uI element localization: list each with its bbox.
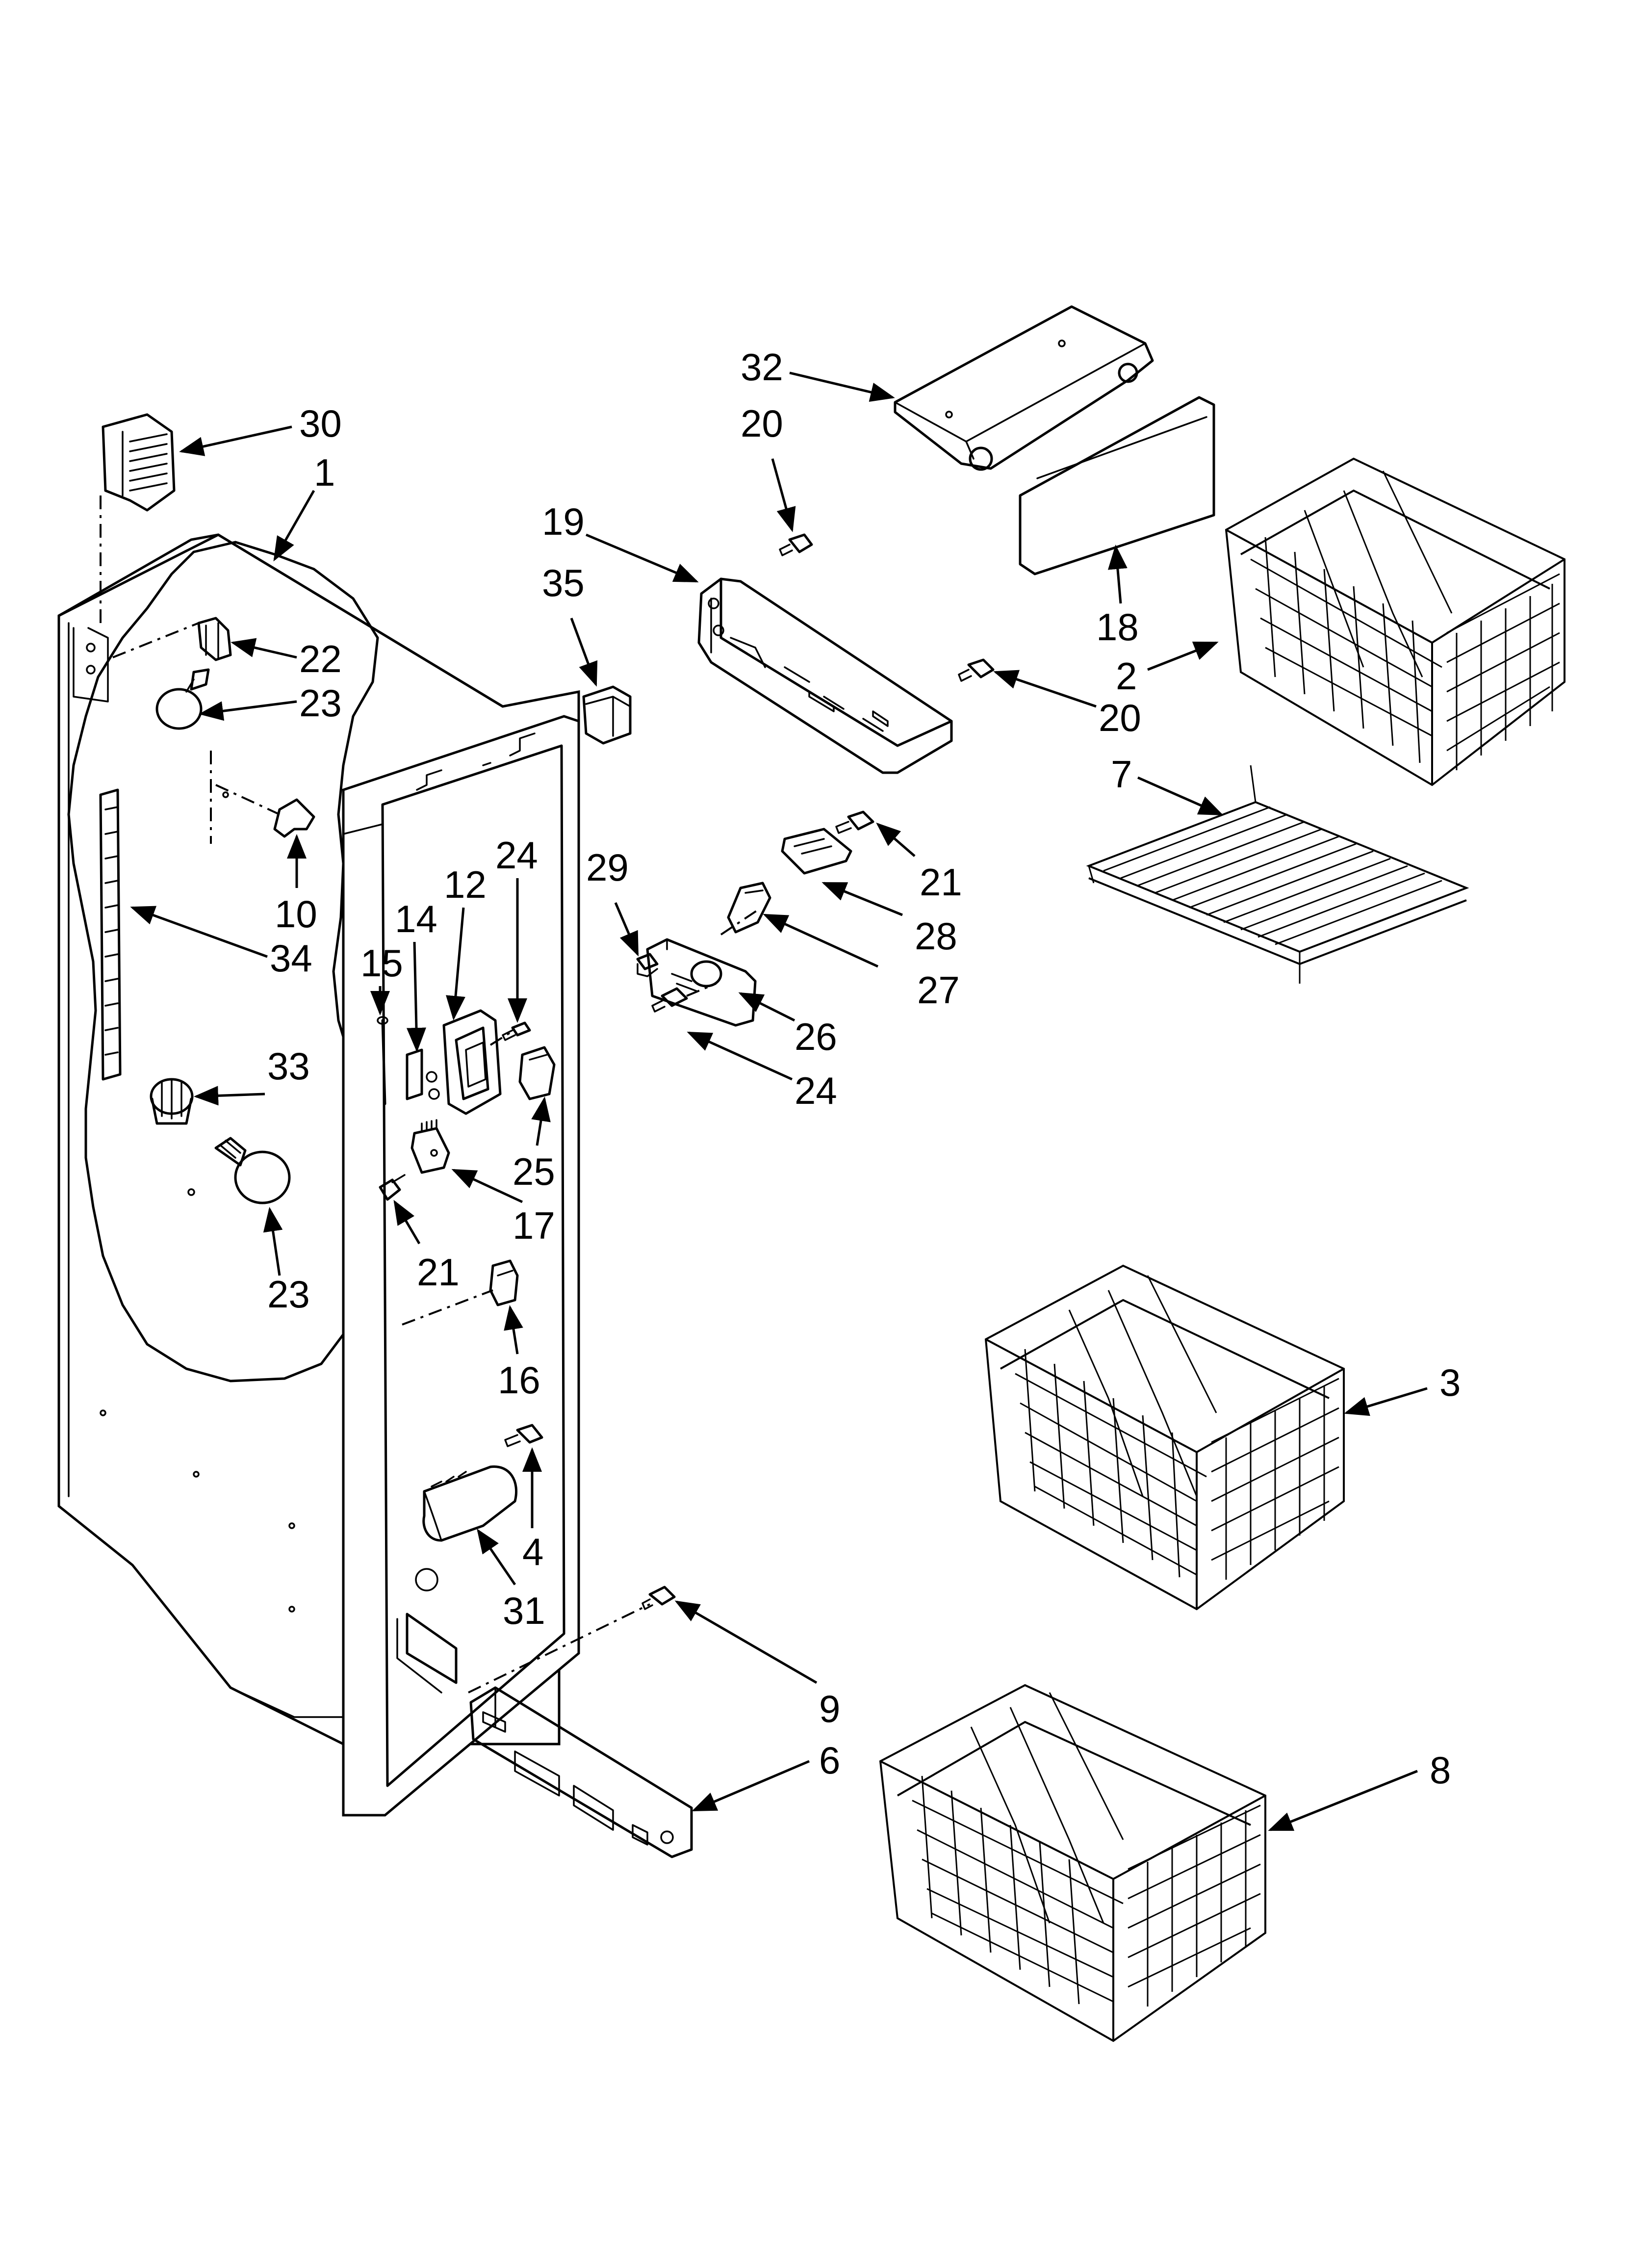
part-35-block bbox=[582, 685, 632, 745]
callout-17: 17 bbox=[513, 1204, 555, 1247]
callout-6: 6 bbox=[819, 1739, 840, 1782]
callout-23-upper: 23 bbox=[299, 681, 342, 725]
part-27-plate bbox=[720, 882, 771, 936]
leader-lines bbox=[130, 371, 1428, 1831]
part-32-hinge bbox=[894, 305, 1154, 471]
callout-22: 22 bbox=[299, 637, 342, 680]
callout-25: 25 bbox=[513, 1150, 555, 1193]
part-10-clip bbox=[210, 751, 315, 844]
part-34-shield bbox=[99, 788, 122, 1081]
callout-labels: 30 1 22 23 10 34 33 23 32 20 19 35 18 20… bbox=[267, 345, 1461, 1792]
callout-34: 34 bbox=[270, 937, 312, 980]
part-20-screw-right bbox=[958, 658, 995, 682]
basket-3 bbox=[984, 1264, 1345, 1611]
callout-30: 30 bbox=[299, 402, 342, 445]
callout-20-top: 20 bbox=[741, 402, 783, 445]
part-19-housing bbox=[697, 577, 953, 774]
part-24-screw-lower bbox=[651, 983, 717, 1013]
part-25-bracket bbox=[518, 1046, 556, 1100]
callout-19: 19 bbox=[542, 500, 585, 543]
part-6-trim bbox=[469, 1686, 693, 1858]
part-23-bulb-upper bbox=[155, 668, 210, 730]
callout-27: 27 bbox=[917, 968, 960, 1012]
part-17-board bbox=[410, 1119, 450, 1174]
callout-24-lower: 24 bbox=[795, 1069, 837, 1112]
part-4-screw bbox=[504, 1424, 543, 1447]
part-18-panel bbox=[1019, 396, 1215, 575]
callout-21-left: 21 bbox=[417, 1251, 460, 1294]
callout-16: 16 bbox=[498, 1358, 540, 1402]
callout-21-right: 21 bbox=[920, 860, 962, 904]
part-21-screw-left bbox=[379, 1174, 406, 1201]
callout-15: 15 bbox=[360, 941, 403, 985]
part-30-bracket bbox=[100, 413, 176, 628]
part-33-socket bbox=[150, 1078, 194, 1125]
part-31-cover bbox=[422, 1465, 518, 1542]
callout-4: 4 bbox=[522, 1530, 543, 1573]
shelf-7 bbox=[1086, 765, 1469, 984]
callout-8: 8 bbox=[1430, 1748, 1451, 1792]
callout-29: 29 bbox=[586, 846, 629, 889]
basket-2 bbox=[1225, 457, 1565, 786]
callout-20-right: 20 bbox=[1099, 696, 1141, 739]
callout-2: 2 bbox=[1116, 654, 1137, 698]
callout-23-lower: 23 bbox=[267, 1273, 310, 1316]
part-23-bulb-lower bbox=[214, 1137, 291, 1204]
part-22-socket bbox=[112, 617, 232, 661]
callout-32: 32 bbox=[741, 345, 783, 389]
callout-26: 26 bbox=[795, 1015, 837, 1058]
basket-8 bbox=[879, 1684, 1266, 2042]
callout-18: 18 bbox=[1096, 605, 1139, 649]
callout-35: 35 bbox=[542, 561, 585, 604]
part-28-board bbox=[781, 828, 852, 875]
callout-31: 31 bbox=[503, 1589, 545, 1632]
part-29-nut bbox=[636, 953, 659, 977]
freezer-liner bbox=[57, 533, 580, 1817]
callout-28: 28 bbox=[915, 914, 957, 958]
callout-9: 9 bbox=[819, 1687, 840, 1730]
callout-1: 1 bbox=[314, 451, 335, 494]
callout-33: 33 bbox=[267, 1044, 310, 1088]
part-20-screw-top bbox=[779, 533, 813, 556]
callout-14: 14 bbox=[395, 897, 437, 940]
callout-7: 7 bbox=[1111, 753, 1132, 796]
part-12-switch bbox=[442, 1009, 502, 1115]
callout-3: 3 bbox=[1439, 1361, 1461, 1404]
part-15-pin bbox=[377, 1016, 388, 1105]
part-9-screw bbox=[468, 1586, 676, 1694]
callout-24-upper: 24 bbox=[495, 834, 538, 877]
callout-10: 10 bbox=[275, 892, 317, 936]
part-21-screw-right bbox=[835, 810, 874, 834]
part-24-screw-upper bbox=[489, 1021, 531, 1046]
callout-12: 12 bbox=[444, 863, 487, 906]
part-16-switch bbox=[402, 1259, 519, 1326]
part-26-housing bbox=[646, 938, 757, 1027]
